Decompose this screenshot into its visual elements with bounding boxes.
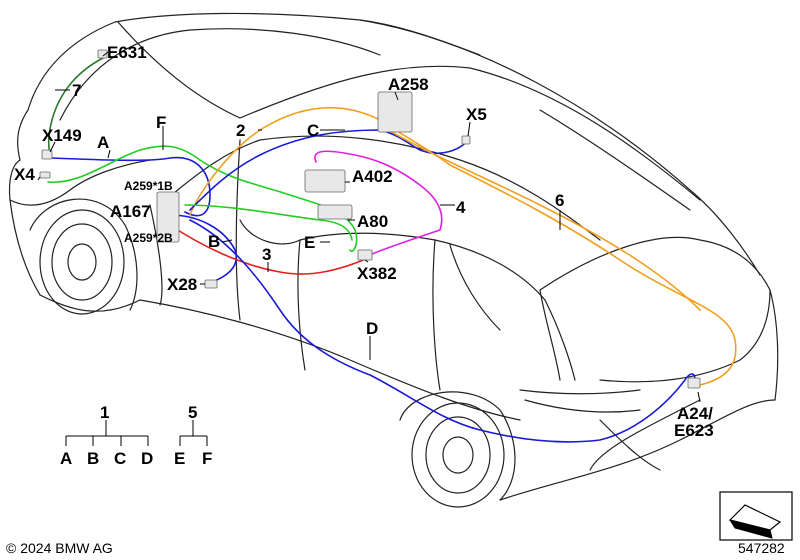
callout-a259-2b: A259*2B	[124, 231, 173, 245]
legend-group-1-item: A	[60, 449, 73, 468]
callout-3: 3	[262, 245, 272, 264]
callout-7: 7	[72, 81, 82, 100]
callout-d: D	[366, 319, 379, 338]
wire-D	[189, 219, 696, 443]
legend-group-1-item: B	[87, 449, 100, 468]
callout-c: C	[307, 121, 320, 140]
connector-icon	[357, 249, 373, 261]
callout-a259-1b: A259*1B	[124, 179, 173, 193]
leader-lines	[37, 51, 701, 403]
wire-E	[184, 204, 353, 241]
legend-group-1-root: 1	[100, 403, 110, 422]
callout-x5: X5	[466, 105, 487, 124]
callout-a402: A402	[352, 167, 393, 186]
legend-tree	[65, 420, 208, 446]
callout-a80: A80	[357, 212, 389, 231]
callout-x28: X28	[167, 275, 198, 294]
wire-6	[379, 124, 701, 311]
wire-B	[169, 214, 237, 283]
legend-group-5-item: F	[202, 449, 213, 468]
copyright-text: © 2024 BMW AG	[6, 540, 113, 556]
callout-a24: A24/	[677, 404, 713, 423]
callout-2: 2	[236, 121, 246, 140]
connector-icon	[39, 171, 51, 179]
legend-group-1-item: D	[141, 449, 154, 468]
callout-a: A	[97, 133, 110, 152]
callout-6: 6	[555, 191, 565, 210]
callout-a167: A167	[110, 202, 151, 221]
control-unit-icon	[377, 91, 413, 133]
connector-icon	[41, 149, 53, 160]
callout-x4: X4	[14, 165, 35, 184]
wire-F	[47, 145, 358, 252]
car-outline	[8, 12, 779, 508]
control-unit-icon	[156, 191, 180, 243]
connector-icon	[461, 135, 471, 145]
legend-group-1-item: C	[114, 449, 127, 468]
callout-e: E	[304, 233, 316, 252]
control-unit-icon	[304, 169, 346, 193]
wire-7	[47, 57, 104, 156]
connector-icon	[97, 49, 108, 59]
control-unit-icon	[317, 204, 353, 220]
wire-3	[169, 224, 369, 275]
callout-x382: X382	[357, 264, 397, 283]
components	[39, 49, 701, 389]
wire-harness-group	[47, 57, 737, 443]
callout-e623: E623	[674, 421, 714, 440]
legend-group-5-root: 5	[188, 403, 198, 422]
legend-group-5-item: E	[174, 449, 186, 468]
connector-icon	[687, 377, 701, 389]
wire-4	[314, 150, 443, 256]
callout-a258: A258	[388, 75, 429, 94]
callout-f: F	[156, 113, 167, 132]
connector-icon	[204, 279, 218, 289]
wire-A	[51, 156, 211, 217]
image-number: 547282	[738, 540, 785, 556]
callout-4: 4	[456, 198, 466, 217]
direction-arrow-icon	[719, 491, 793, 541]
callout-x149: X149	[42, 126, 82, 145]
callout-b: B	[208, 232, 221, 251]
callout-e631: E631	[107, 43, 147, 62]
